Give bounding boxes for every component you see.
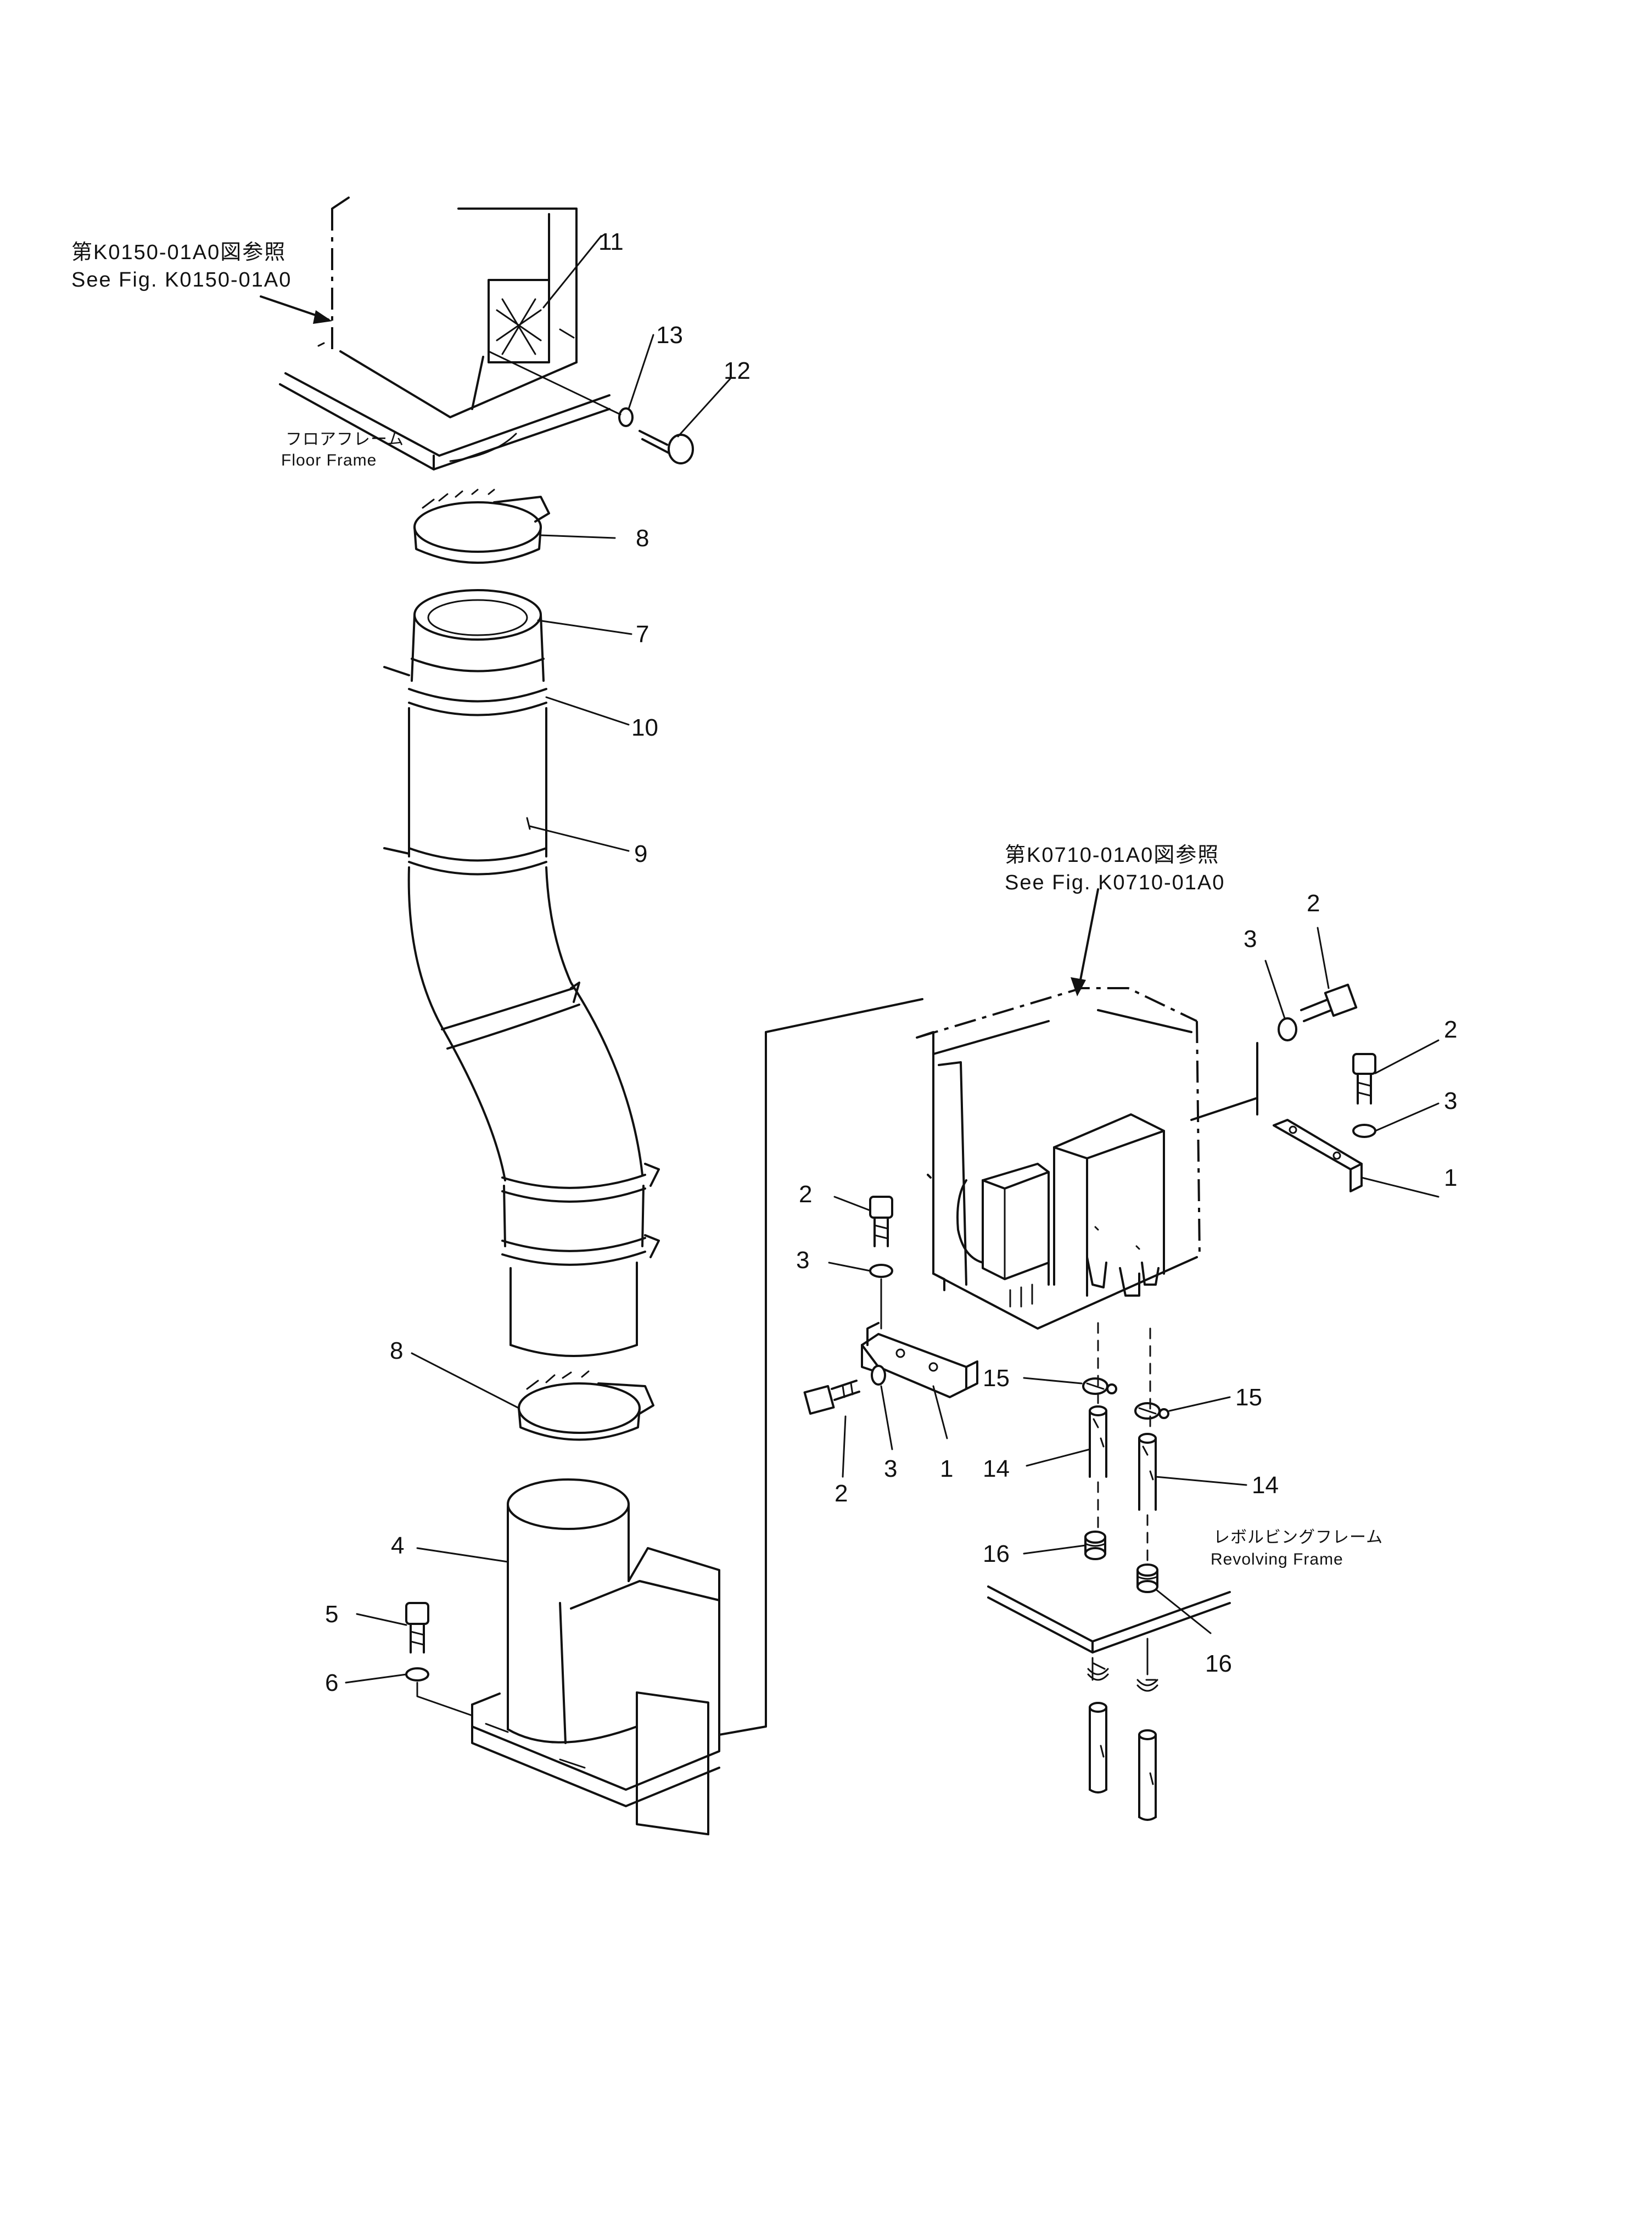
washer-3-right [1352,1124,1376,1138]
ref-upper-jp: 第K0150-01A0図参照 [71,241,286,264]
hose-7 [411,589,545,682]
bolt-2-lower-left [803,1380,860,1415]
hose-14-left [1089,1405,1107,1478]
callout-7: 7 [636,621,649,648]
revolving-frame [987,1585,1231,1681]
callout-3-upper-right: 3 [1244,926,1257,952]
bracket-1-left [861,1322,978,1398]
bolt-2-left [869,1196,893,1247]
callout-6: 6 [325,1669,338,1696]
callout-4: 4 [391,1532,404,1559]
callout-14-left: 14 [983,1455,1010,1482]
washer-3-left-upper [869,1264,893,1278]
callout-15-left: 15 [983,1365,1010,1392]
callout-3-right: 3 [1444,1088,1457,1114]
washer-3-lower-left [871,1365,886,1386]
callout-14-right: 14 [1252,1472,1279,1499]
callout-3-left: 3 [796,1247,809,1274]
callout-12: 12 [724,357,751,384]
revolving-frame-jp: レボルビングフレーム [1213,1528,1383,1546]
callout-5: 5 [325,1601,338,1628]
floor-frame-assembly [260,197,611,470]
washer-6 [405,1667,429,1682]
callout-8-upper: 8 [636,525,649,552]
bolt-2-upper-right [1300,983,1358,1022]
ref-right-en: See Fig. K0710-01A0 [1005,871,1225,894]
callout-2-lower-left: 2 [835,1480,848,1507]
grommet-16-left [1084,1531,1106,1560]
ref-upper-en: See Fig. K0150-01A0 [71,268,292,292]
clamp-8-lower [518,1370,654,1441]
lower-tubes [1087,1668,1158,1821]
callout-1-left: 1 [940,1455,953,1482]
callout-2-upper-right: 2 [1307,890,1320,917]
bolt-2-right [1352,1053,1376,1105]
clip-15-left [1082,1377,1117,1395]
callout-8-lower: 8 [390,1337,403,1364]
callout-10: 10 [631,714,658,741]
clamp-8-upper [413,489,550,564]
hose-9 [383,707,660,1357]
elbow-box-4 [471,1478,720,1836]
bolt-12 [639,430,694,464]
clip-15-right [1134,1402,1169,1420]
callout-16-right: 16 [1205,1650,1232,1677]
bolt-5 [405,1602,429,1654]
washer-13 [618,407,634,427]
revolving-frame-en: Revolving Frame [1211,1550,1343,1568]
callout-16-left: 16 [983,1540,1010,1567]
callout-15-right: 15 [1235,1384,1262,1411]
floor-frame-en: Floor Frame [281,451,377,469]
grommet-16-right [1136,1563,1158,1593]
washer-3-upper-right [1278,1017,1297,1041]
hose-14-right [1138,1433,1157,1511]
band-10 [383,666,547,716]
heater-unit [916,987,1201,1330]
callout-3-lower-left: 3 [884,1455,897,1482]
callout-1-right: 1 [1444,1164,1457,1191]
callout-9: 9 [634,840,647,867]
callout-2-left: 2 [799,1181,812,1208]
callout-13: 13 [656,322,683,349]
callout-2-right: 2 [1444,1016,1457,1043]
bracket-1-right [1190,1042,1363,1192]
floor-frame-jp: フロアフレーム [285,430,404,449]
callout-11: 11 [598,228,624,255]
ref-right-jp: 第K0710-01A0図参照 [1005,844,1219,867]
